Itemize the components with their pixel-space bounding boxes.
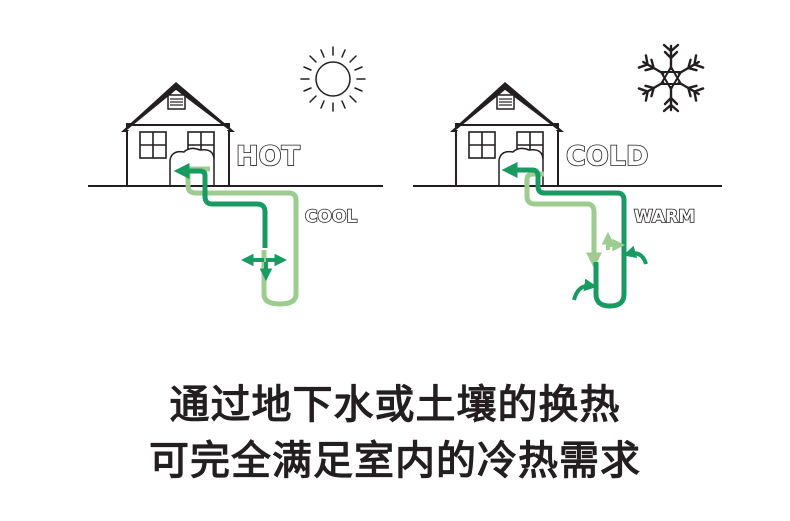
summer-panel: HOT COOL (88, 46, 383, 307)
label-warm: WARM (634, 207, 695, 227)
label-hot: HOT (236, 141, 301, 172)
loop-dark-summer (173, 162, 268, 248)
label-cold: COLD (566, 141, 648, 172)
loop-light-winter (524, 171, 603, 269)
loop-dark-winter (501, 161, 627, 309)
winter-panel: COLD WARM (413, 43, 722, 309)
arrow-in-left-winter (572, 278, 598, 301)
snowflake-icon (637, 43, 705, 113)
arrow-in-right-winter (623, 245, 648, 265)
label-cool: COOL (305, 207, 357, 227)
sun-icon (300, 46, 366, 112)
house-winter (450, 82, 564, 187)
house-summer (121, 82, 235, 187)
caption-line-1: 通过地下水或土壤的换热 (169, 382, 621, 428)
loop-light-summer (185, 166, 299, 307)
caption-line-2: 可完全满足室内的冷热需求 (149, 438, 641, 484)
